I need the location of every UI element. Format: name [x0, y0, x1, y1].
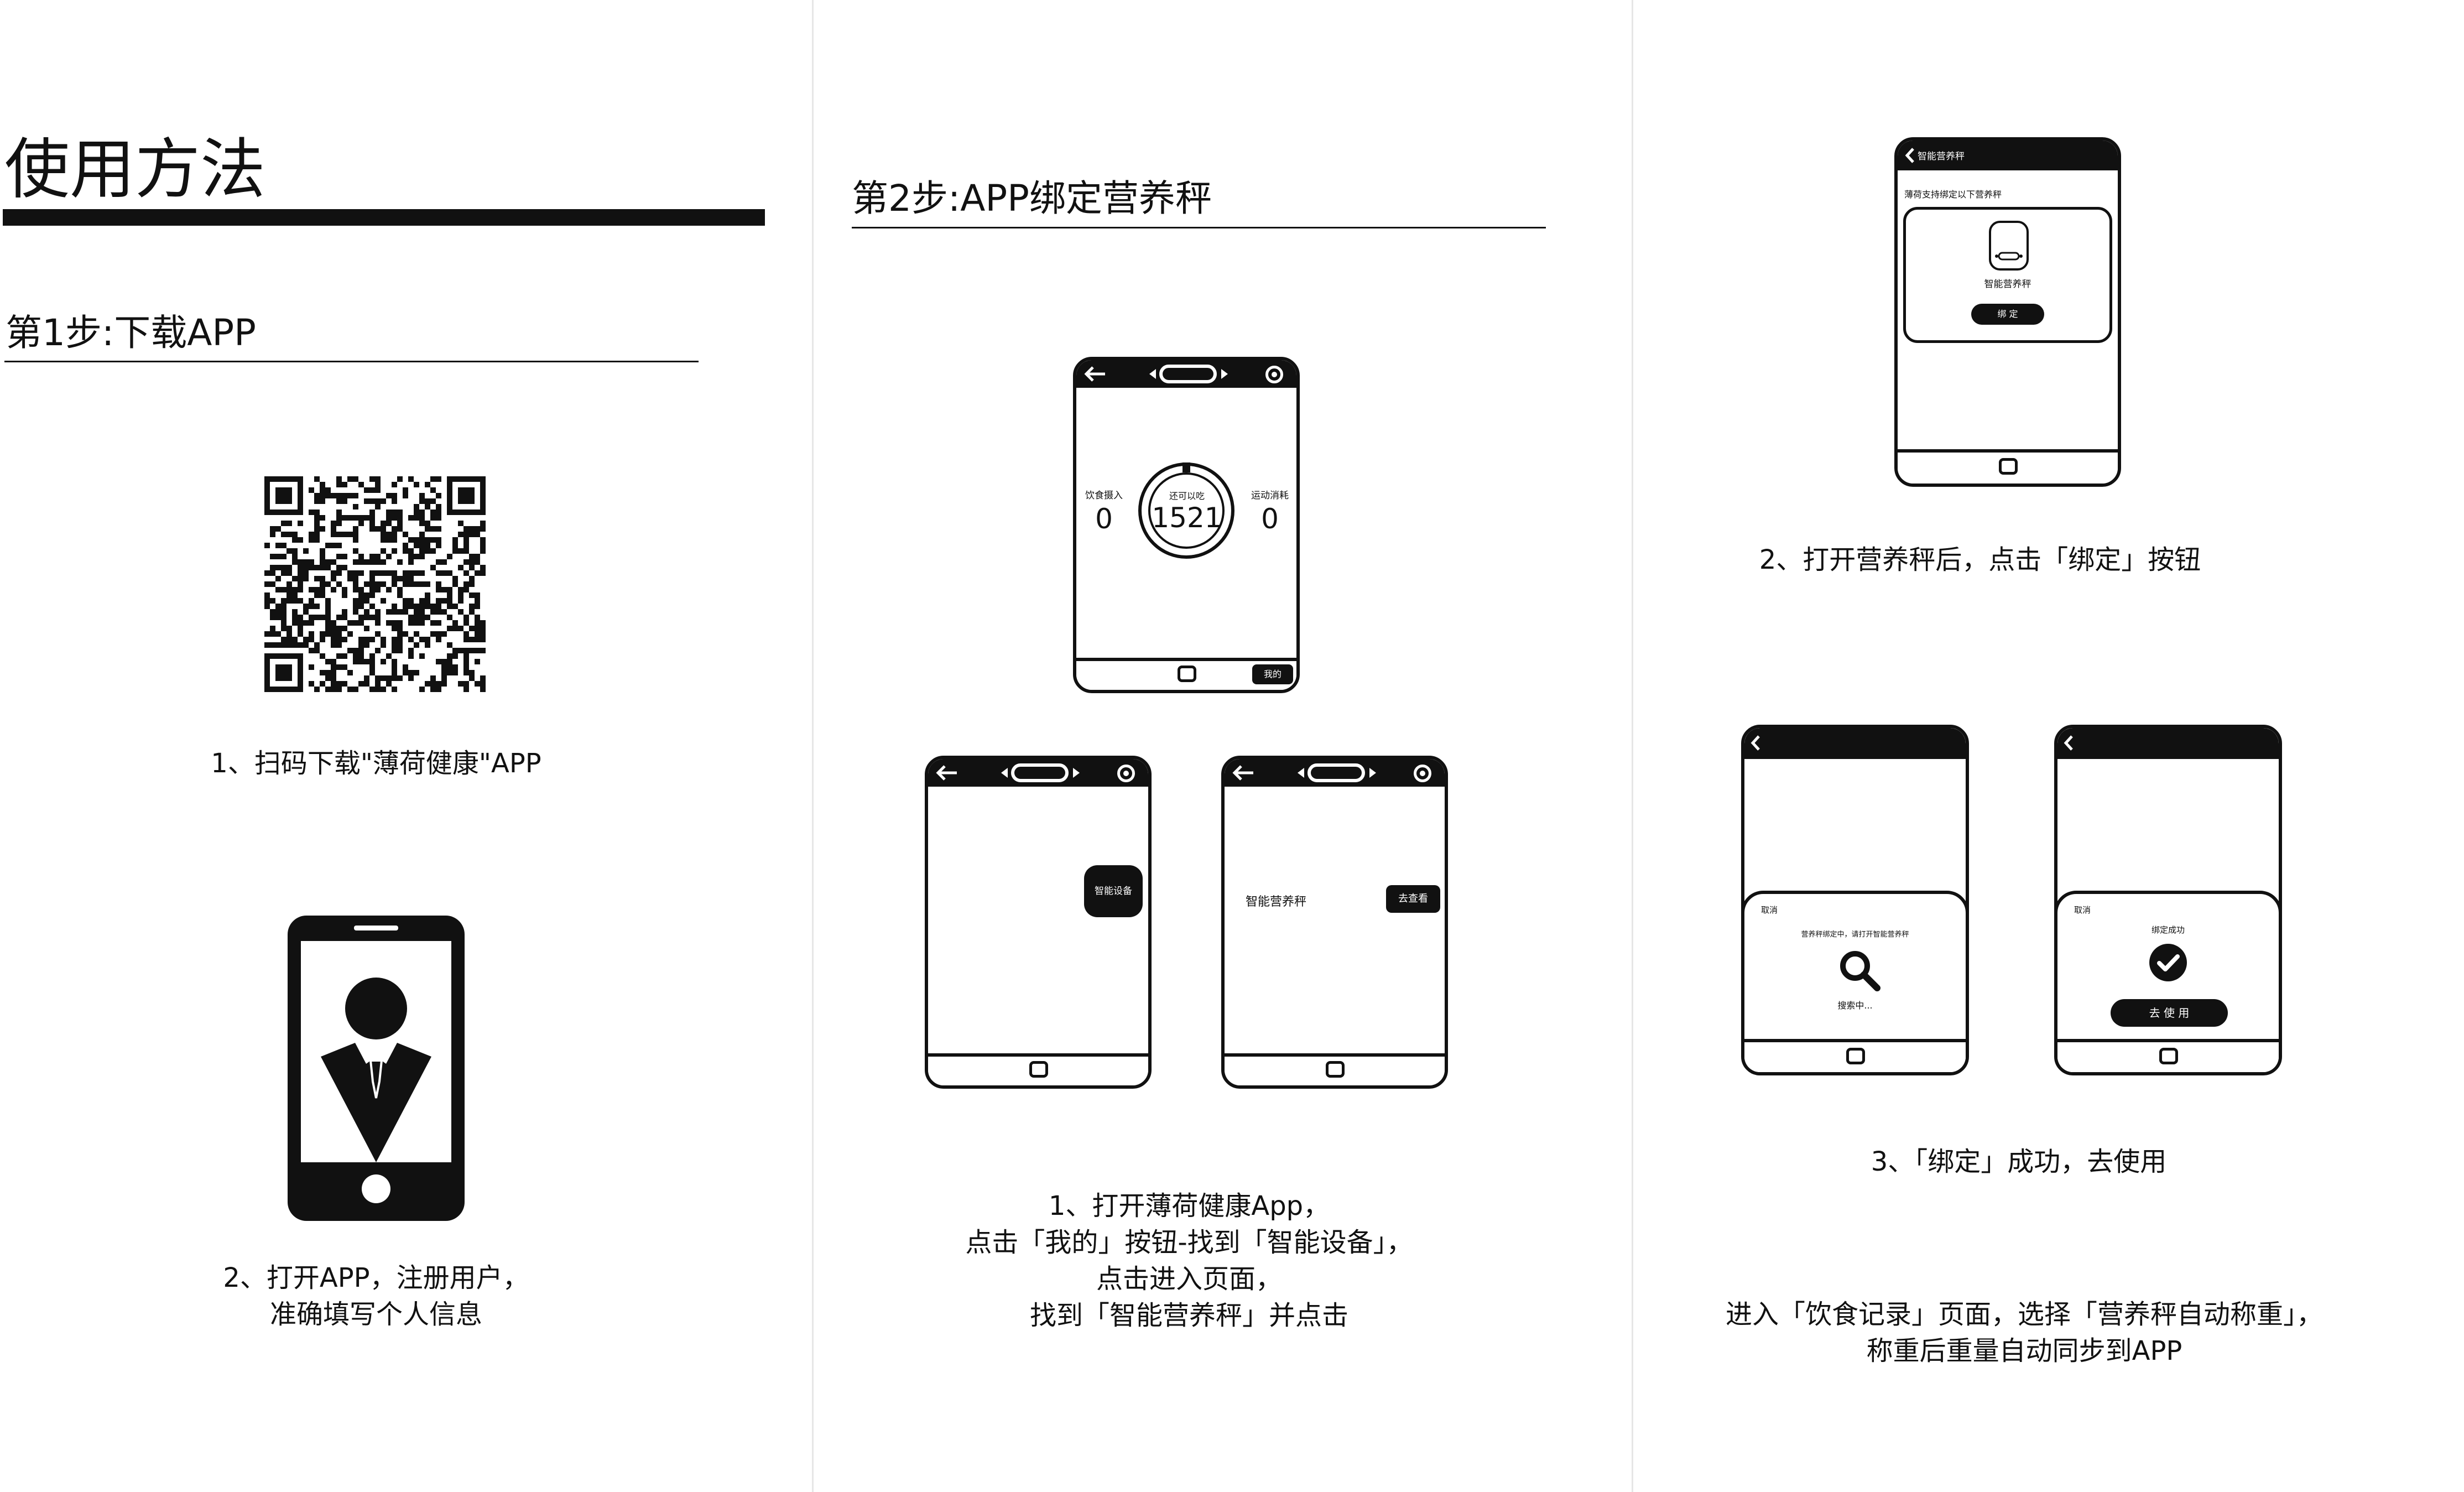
phone-header: [1744, 728, 1966, 759]
page-title: 使用方法: [4, 131, 266, 207]
date-selector[interactable]: [1011, 763, 1069, 782]
phone-bottom-bar: [1225, 1053, 1445, 1085]
phone-header: [1225, 759, 1445, 787]
check-circle-icon: [2149, 944, 2187, 981]
prev-day-icon[interactable]: [1149, 369, 1156, 379]
back-arrow-icon[interactable]: [1083, 365, 1107, 383]
phone-header: [2057, 728, 2279, 759]
burn-label: 运动消耗: [1251, 490, 1289, 501]
step1-rule: [4, 361, 699, 362]
date-selector[interactable]: [1159, 365, 1217, 383]
cancel-link[interactable]: 取消: [1761, 905, 1778, 915]
device-name: 智能营养秤: [1984, 279, 2031, 290]
step1-caption-2b: 准确填写个人信息: [269, 1299, 482, 1330]
panel-fold-left: [812, 0, 814, 1492]
phone-header: [928, 759, 1148, 787]
home-button[interactable]: [1178, 666, 1196, 682]
next-day-icon[interactable]: [1073, 768, 1080, 778]
back-chevron-icon[interactable]: [1750, 735, 1761, 751]
home-button[interactable]: [2159, 1048, 2178, 1064]
phone-bottom-bar: [1898, 449, 2118, 484]
phone-device-list: 智能营养秤 去查看: [1221, 756, 1448, 1089]
prev-day-icon[interactable]: [1001, 768, 1008, 778]
searching-status: 搜索中...: [1837, 1000, 1873, 1011]
intake-label: 饮食摄入: [1085, 490, 1123, 501]
searching-hint: 营养秤绑定中，请打开智能营养秤: [1801, 930, 1909, 939]
back-chevron-icon[interactable]: [1904, 147, 1915, 164]
intake-value: 0: [1095, 503, 1113, 535]
phone-mine-page: 智能设备: [925, 756, 1152, 1089]
settings-icon[interactable]: [1117, 765, 1135, 782]
user-phone-icon: [288, 916, 465, 1221]
phone-bind-screen: 智能营养秤 薄荷支持绑定以下营养秤 智能营养秤 绑 定: [1894, 137, 2121, 487]
step2-rule: [852, 227, 1546, 228]
device-card[interactable]: 智能营养秤 绑 定: [1903, 207, 2112, 343]
final-instruction-line2: 称重后重量自动同步到APP: [1866, 1335, 2182, 1366]
home-button[interactable]: [1029, 1061, 1048, 1078]
phone-bottom-bar: [2057, 1039, 2279, 1072]
calorie-ring: [1138, 462, 1234, 559]
panel-fold-right: [1632, 0, 1633, 1492]
phone-home-screen: 饮食摄入 0 还可以吃 1521 运动消耗 0 我的: [1073, 357, 1300, 693]
success-status: 绑定成功: [2151, 925, 2185, 935]
home-button[interactable]: [1999, 458, 2018, 475]
cancel-link[interactable]: 取消: [2074, 905, 2091, 915]
phone-searching: 取消 营养秤绑定中，请打开智能营养秤 搜索中...: [1741, 725, 1969, 1075]
qr-code-icon: [264, 476, 486, 692]
step2-caption-line3: 点击进入页面，: [1096, 1264, 1282, 1295]
support-text: 薄荷支持绑定以下营养秤: [1904, 189, 2002, 200]
phone-header: [1076, 360, 1296, 388]
step2-title: 第2步:APP绑定营养秤: [852, 177, 1212, 220]
step3-caption-2: 2、打开营养秤后，点击「绑定」按钮: [1759, 544, 2201, 575]
step1-caption-2a: 2、打开APP，注册用户，: [223, 1262, 529, 1293]
title-underline: [3, 209, 765, 226]
next-day-icon[interactable]: [1221, 369, 1228, 379]
step1-title: 第1步:下载APP: [6, 311, 256, 354]
back-chevron-icon[interactable]: [2063, 735, 2074, 751]
remaining-label: 还可以吃: [1169, 491, 1205, 501]
scale-icon: [1989, 221, 2029, 271]
remaining-value: 1521: [1152, 502, 1222, 534]
prev-day-icon[interactable]: [1298, 768, 1304, 778]
step2-caption-line2: 点击「我的」按钮-找到「智能设备」，: [965, 1227, 1413, 1258]
step3-caption-3: 3、「绑定」成功，去使用: [1871, 1146, 2167, 1177]
home-button[interactable]: [1326, 1061, 1345, 1078]
bind-button[interactable]: 绑 定: [1971, 304, 2044, 325]
step2-caption-line1: 1、打开薄荷健康App，: [1048, 1191, 1330, 1221]
smart-scale-item[interactable]: 智能营养秤: [1246, 895, 1307, 909]
settings-icon[interactable]: [1414, 765, 1431, 782]
back-arrow-icon[interactable]: [1231, 763, 1256, 782]
phone-bind-success: 取消 绑定成功 去 使 用: [2054, 725, 2282, 1075]
home-button[interactable]: [1846, 1048, 1865, 1064]
phone-bottom-bar: [1744, 1039, 1966, 1072]
final-instruction-line1: 进入「饮食记录」页面，选择「营养秤自动称重」，: [1725, 1299, 2323, 1330]
step2-caption-line4: 找到「智能营养秤」并点击: [1029, 1300, 1348, 1331]
magnifier-icon: [1840, 951, 1880, 991]
bind-screen-header: 智能营养秤: [1918, 151, 1965, 162]
burn-value: 0: [1261, 503, 1279, 535]
settings-icon[interactable]: [1265, 366, 1283, 383]
phone-bottom-bar: 我的: [1076, 658, 1296, 690]
step1-caption-1: 1、扫码下载"薄荷健康"APP: [211, 748, 541, 779]
phone-header: 智能营养秤: [1898, 141, 2118, 170]
smart-device-button[interactable]: 智能设备: [1084, 865, 1143, 917]
date-selector[interactable]: [1307, 763, 1365, 782]
use-button[interactable]: 去 使 用: [2111, 999, 2228, 1027]
phone-bottom-bar: [928, 1053, 1148, 1085]
back-arrow-icon[interactable]: [935, 763, 959, 782]
mine-button[interactable]: 我的: [1252, 664, 1293, 684]
next-day-icon[interactable]: [1369, 768, 1376, 778]
view-button[interactable]: 去查看: [1386, 885, 1440, 913]
